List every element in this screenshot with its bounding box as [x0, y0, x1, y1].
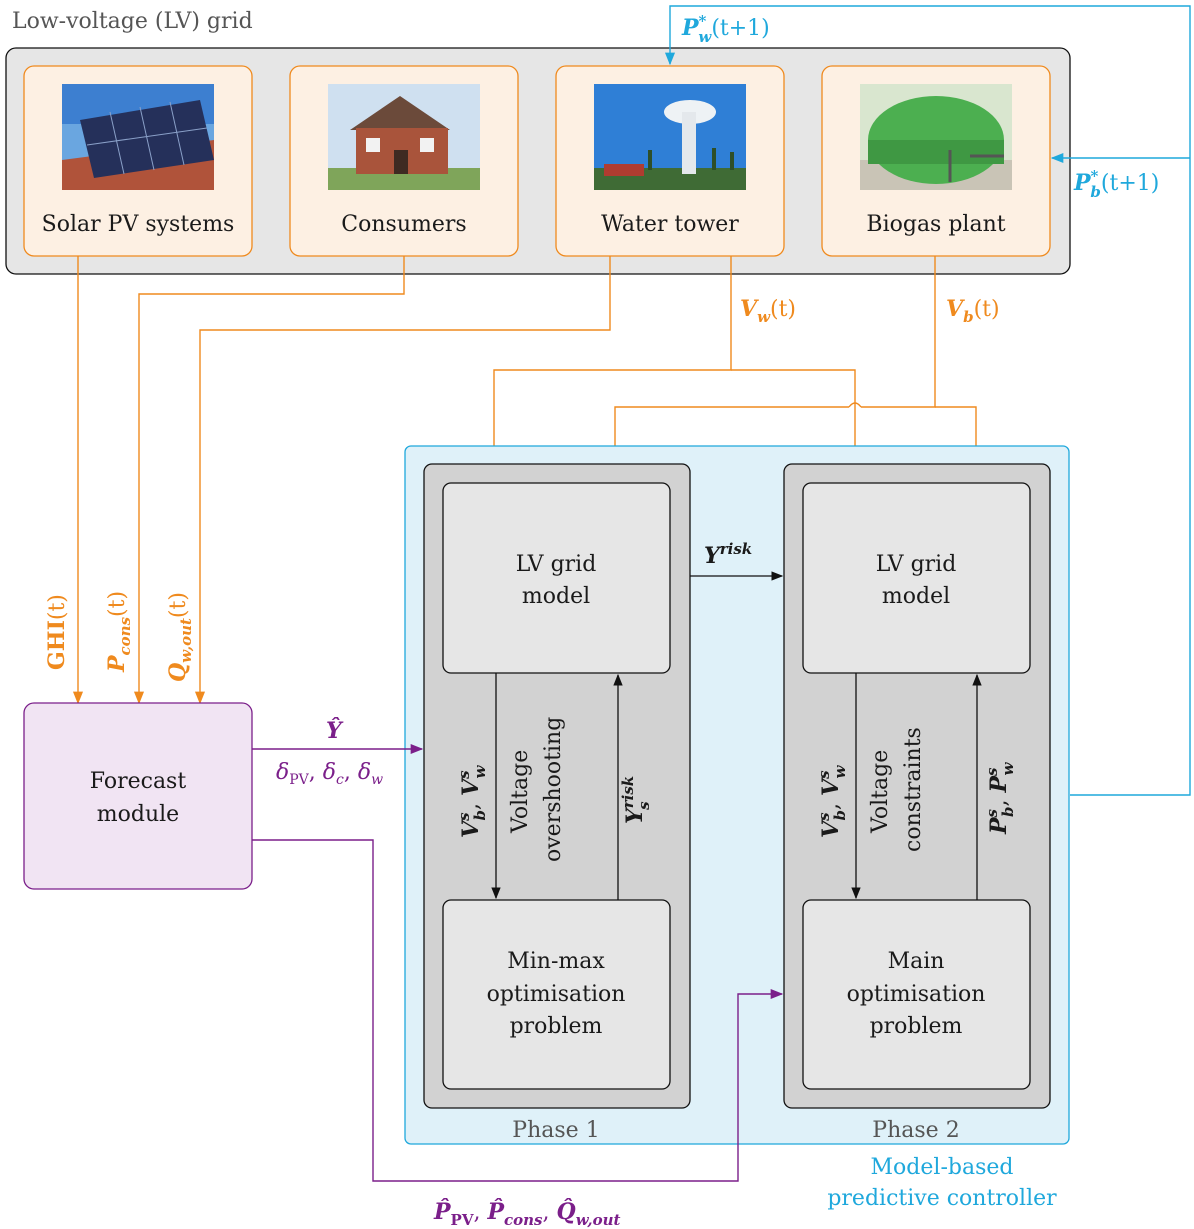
forecast-values-label: P̂PV, P̂cons, Q̂w,out	[433, 1199, 621, 1229]
pw-setpoint-label: P*w(t+1)	[681, 12, 770, 46]
phase1-optim-line2: optimisation	[487, 982, 626, 1007]
phase2-arrows	[851, 673, 982, 900]
ghi-label: GHI(t)	[44, 594, 70, 670]
lv-grid-box	[5, 47, 1071, 275]
phase2-mid-line1: Voltage	[868, 750, 893, 834]
phase1-optim-line1: Min-max	[507, 949, 605, 974]
yhat-label: Ŷ	[326, 717, 344, 744]
phase2-optim-line2: optimisation	[847, 982, 986, 1007]
phase2-model-line2: model	[882, 584, 950, 609]
phase2-mid-line2: constraints	[901, 727, 926, 852]
controller-label-line1: Model-based	[871, 1155, 1014, 1180]
phase1-model-line1: LV grid	[516, 552, 597, 577]
phase1-model-line2: model	[522, 584, 590, 609]
component-label: Consumers	[341, 212, 466, 237]
phase2-model-line1: LV grid	[876, 552, 957, 577]
phase2-main-optimisation	[802, 899, 1031, 1090]
pcons-label: Pcons(t)	[104, 591, 134, 673]
deltas-label: δPV, δc, δw	[276, 760, 383, 788]
water-tower-image	[594, 84, 746, 190]
phase2-label: Phase 2	[872, 1118, 959, 1143]
component-biogas-plant: Biogas plant	[821, 65, 1051, 257]
phase2-optim-line3: problem	[870, 1014, 963, 1039]
component-consumers: Consumers	[289, 65, 519, 257]
yrisk-label: Yrisk	[704, 540, 752, 569]
phase1-mid-line2: overshooting	[541, 717, 566, 862]
phase1-arrows	[491, 673, 623, 900]
vw-label: Vw(t)	[740, 296, 796, 326]
house-image	[328, 84, 480, 190]
forecast-module-line1: Forecast	[90, 769, 187, 794]
vb-label: Vb(t)	[946, 296, 1000, 326]
pb-setpoint-label: P*b(t+1)	[1073, 167, 1159, 201]
phase1-yrisk-s-label: Yrisks	[619, 776, 653, 824]
component-solar-pv: Solar PV systems	[23, 65, 253, 257]
component-water-tower: Water tower	[555, 65, 785, 257]
solar-panel-image	[62, 84, 214, 190]
phase2-voltages-label: Vsb, Vsw	[815, 764, 849, 838]
phase1-mid-line1: Voltage	[508, 750, 533, 834]
setpoint-feedback-lines	[664, 5, 1191, 796]
component-label: Biogas plant	[866, 212, 1005, 237]
phase1-label: Phase 1	[512, 1118, 599, 1143]
phase1-minmax-optimisation	[442, 899, 671, 1090]
forecast-lines	[252, 743, 784, 1182]
phase2-lv-grid-model	[802, 482, 1031, 674]
grid-title: Low-voltage (LV) grid	[12, 9, 253, 34]
phase2-powers-label: Psb, Psw	[983, 762, 1017, 836]
component-label: Water tower	[601, 212, 739, 237]
phase1-voltages-label: Vsb, Vsw	[455, 764, 489, 838]
forecast-module-line2: module	[97, 802, 179, 827]
forecast-module-box	[23, 702, 253, 890]
phase2-optim-line1: Main	[888, 949, 945, 974]
phase1-lv-grid-model	[442, 482, 671, 674]
measurement-lines	[72, 256, 982, 705]
qwout-label: Qw,out(t)	[165, 592, 195, 682]
component-label: Solar PV systems	[42, 212, 235, 237]
phase1-optim-line3: problem	[510, 1014, 603, 1039]
biogas-dome-image	[860, 84, 1012, 190]
controller-label-line2: predictive controller	[827, 1186, 1057, 1211]
